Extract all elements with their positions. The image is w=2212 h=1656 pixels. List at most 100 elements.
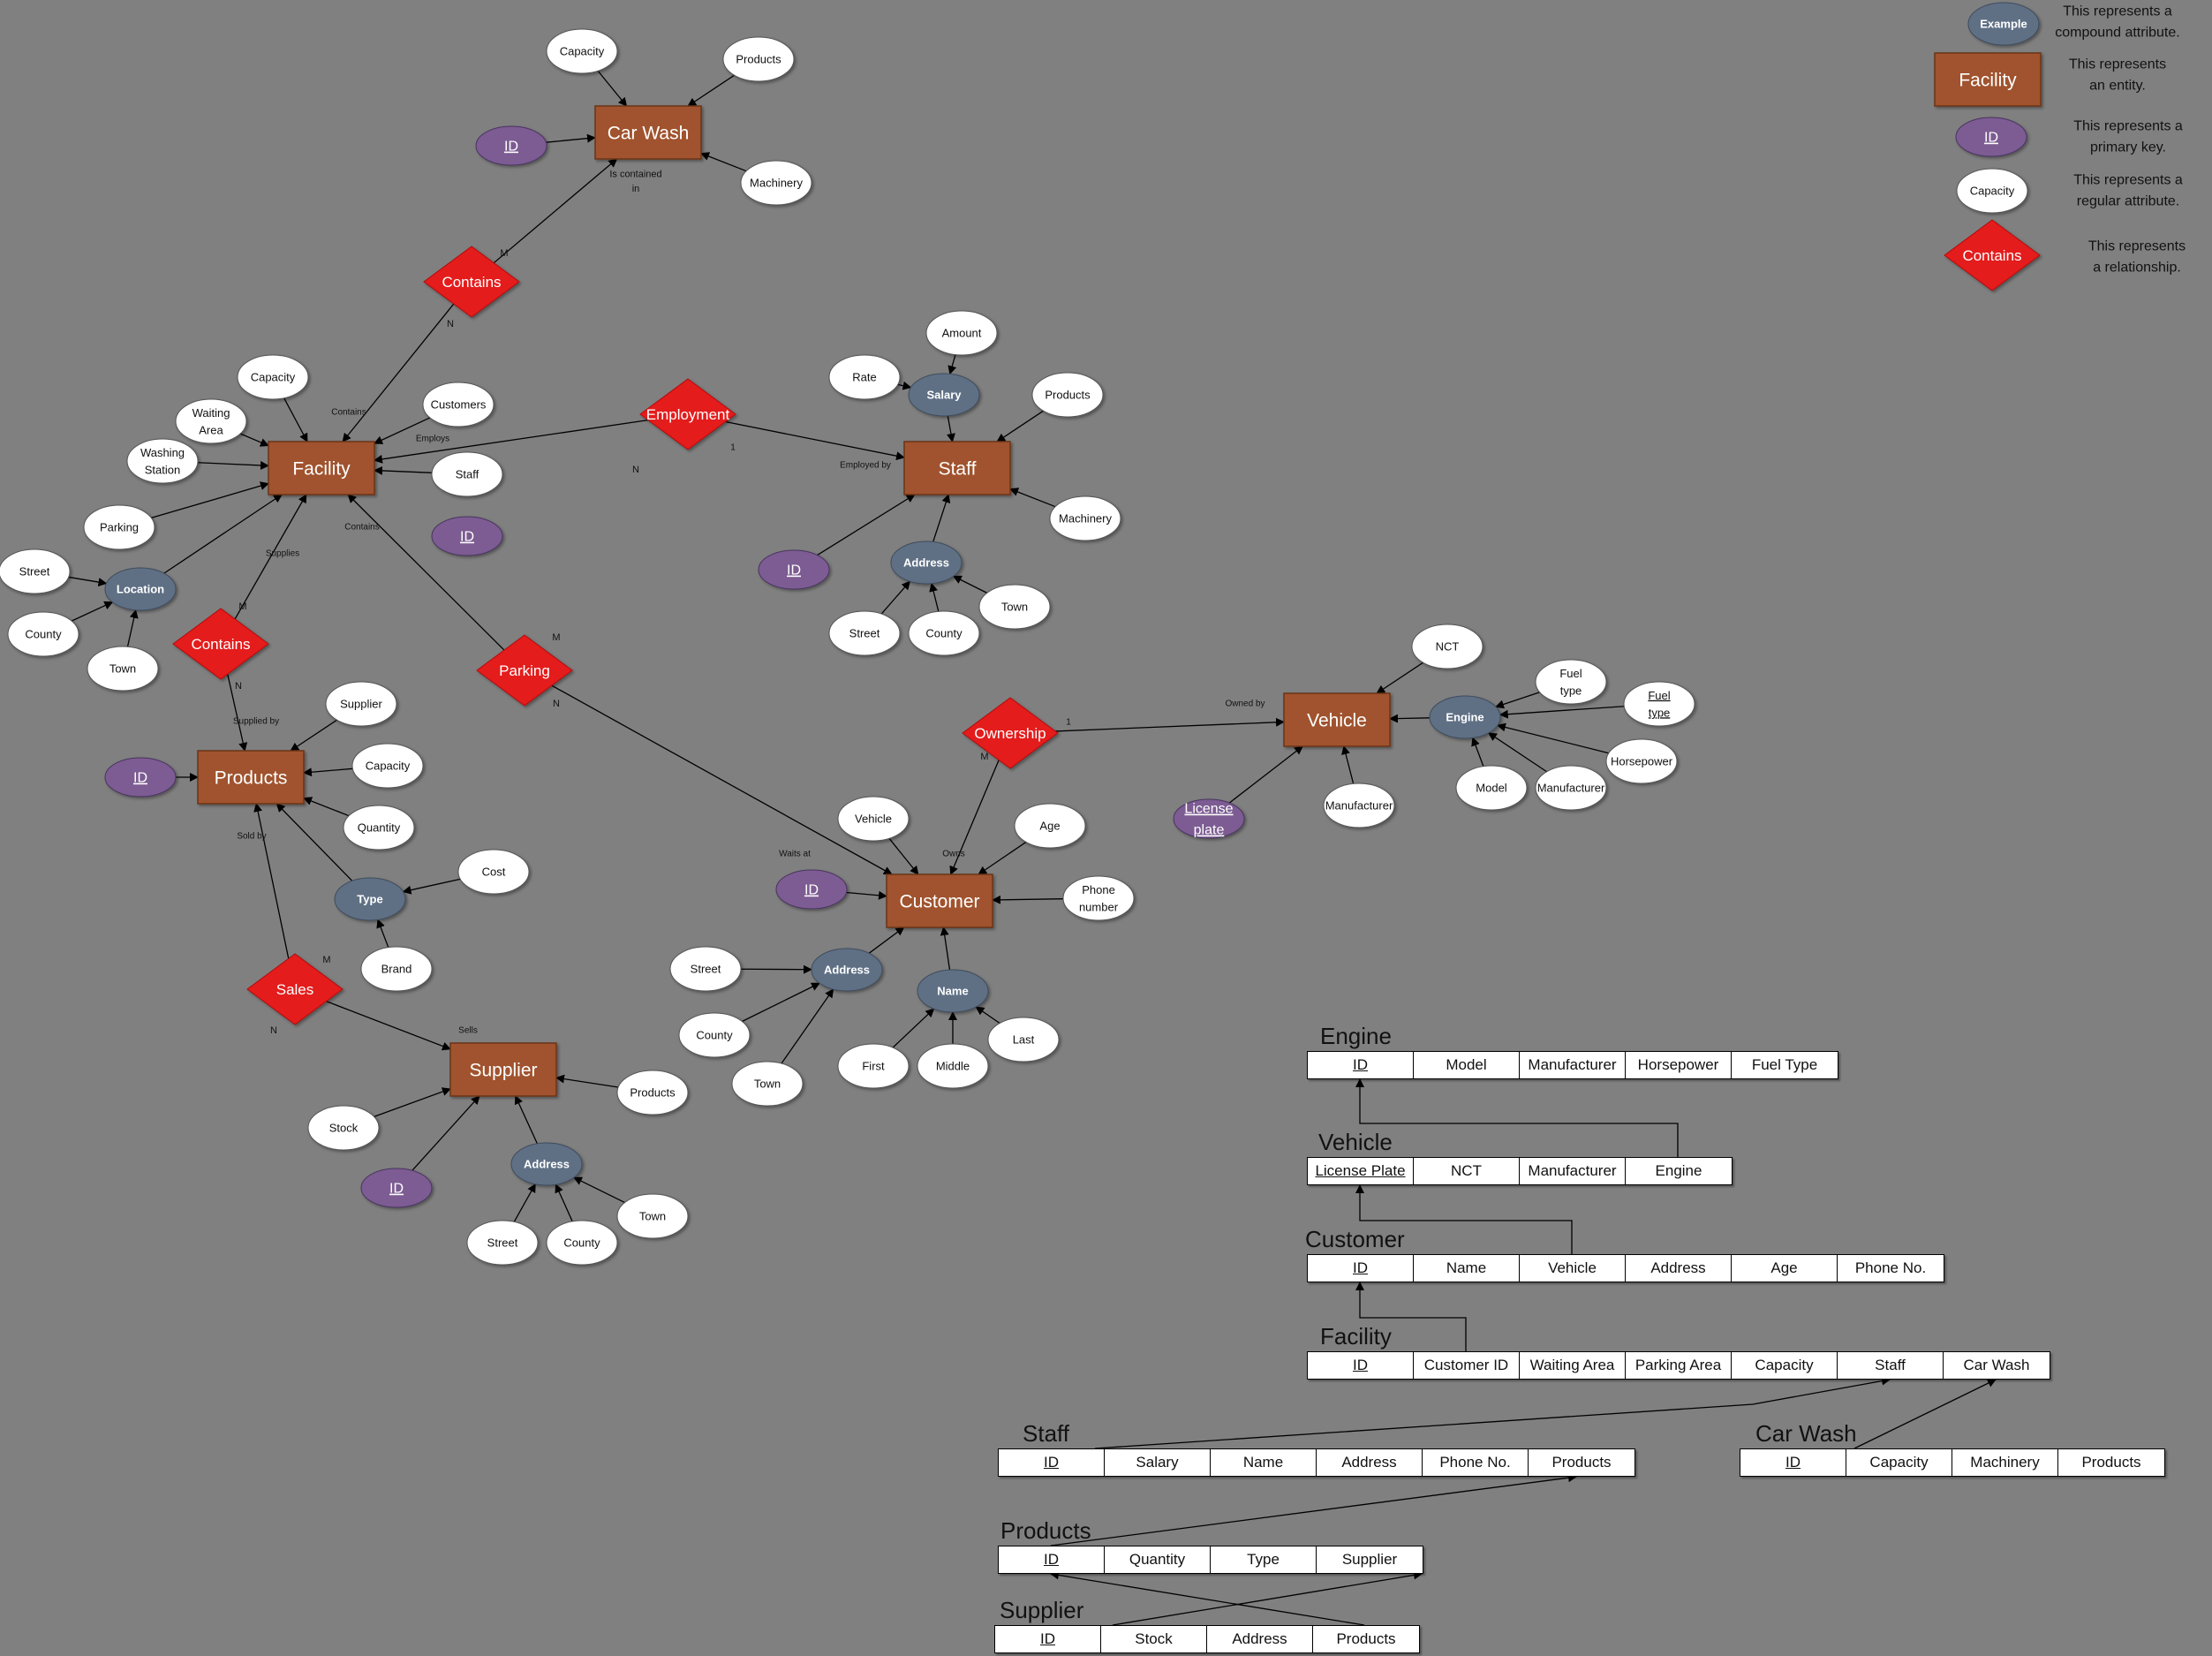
- shape-rel-contains-left: Contains: [172, 608, 269, 680]
- attribute-ellipse: [1605, 738, 1678, 784]
- edge-label: Employed by: [840, 461, 891, 471]
- connector-line: [880, 580, 911, 615]
- connector-line: [817, 494, 916, 556]
- relationship-diamond: [1944, 219, 2041, 291]
- edge-label: M: [980, 752, 988, 762]
- attribute-label: Parking: [100, 521, 139, 534]
- shape-cw-id: ID: [475, 125, 547, 166]
- compound-attribute-ellipse: [510, 1142, 583, 1186]
- attribute-label: Capacity: [560, 45, 605, 58]
- foreign-key-connector: [1050, 1473, 1577, 1546]
- table-cell: Car Wash: [1963, 1357, 2030, 1373]
- shape-fac-customers: Customers: [422, 382, 494, 427]
- connector-line: [151, 481, 269, 519]
- table-cell: Capacity: [1732, 1352, 1838, 1379]
- shape-lg-attr: Capacity: [1956, 168, 2028, 214]
- shape-facility: Facility: [268, 441, 375, 495]
- edge-label: N: [553, 699, 560, 709]
- connector-lines: [68, 70, 1997, 1626]
- compound-attribute-label: Address: [824, 964, 870, 977]
- connector-line: [888, 837, 919, 875]
- connector-line: [1495, 692, 1540, 709]
- shape-pr-id: ID: [104, 757, 177, 798]
- edge-label: N: [235, 681, 242, 692]
- attribute-ellipse: [175, 398, 247, 444]
- connector-line: [947, 354, 957, 375]
- connector-line: [546, 133, 596, 143]
- connector-line: [1228, 745, 1303, 804]
- attribute-ellipse: [83, 504, 155, 550]
- attribute-label: Town: [109, 662, 136, 676]
- shape-customer: Customer: [886, 873, 993, 928]
- shape-st-salary: Salary: [908, 373, 980, 417]
- foreign-key-connector: [1050, 1570, 1365, 1626]
- connector-line: [239, 433, 269, 447]
- connector-line: [303, 797, 350, 817]
- shape-fac-staff: Staff: [431, 451, 503, 497]
- attribute-ellipse: [87, 646, 159, 692]
- attribute-label: Street: [849, 627, 880, 640]
- table-title-facility: Facility: [1320, 1323, 1392, 1350]
- connector-line: [227, 674, 248, 752]
- shape-cu-first: First: [837, 1043, 910, 1089]
- table-cell: Capacity: [1846, 1449, 1952, 1476]
- table-cell: Staff: [1838, 1352, 1944, 1379]
- connector-line: [1496, 722, 1610, 754]
- edge-label: Waits at: [779, 850, 811, 859]
- shape-ve-engine: Engine: [1429, 695, 1501, 739]
- shape-su-id: ID: [360, 1168, 433, 1208]
- relationship-diamond: [246, 953, 344, 1025]
- connector-line: [725, 420, 905, 461]
- shape-products: Products: [197, 750, 305, 805]
- attribute-label: Products: [736, 53, 781, 66]
- attribute-label: County: [563, 1236, 600, 1250]
- attribute-label: Staff: [456, 468, 479, 481]
- table-customer: ID Name Vehicle Address Age Phone No.: [1307, 1254, 1944, 1282]
- connector-line: [555, 1183, 573, 1222]
- edge-label: 1: [1066, 718, 1071, 728]
- entity-label: Facility: [1959, 70, 2017, 90]
- relationship-diamond: [476, 634, 573, 707]
- connector-line: [700, 152, 747, 172]
- connector-line: [513, 1183, 536, 1222]
- primary-key-label: ID: [389, 1182, 404, 1197]
- edge-label: Employs: [416, 435, 449, 444]
- entity-box: [594, 105, 702, 160]
- attribute-label: Model: [1476, 782, 1507, 795]
- table-cell: Address: [1626, 1255, 1732, 1282]
- table-title-carwash: Car Wash: [1755, 1420, 1857, 1447]
- attribute-ellipse: [237, 354, 309, 400]
- connector-line: [326, 1001, 451, 1051]
- shape-loc-county: County: [7, 611, 79, 657]
- connector-line: [276, 803, 353, 881]
- connector-line: [846, 890, 887, 900]
- shape-lg-rel: Contains: [1944, 219, 2041, 291]
- table-title-staff: Staff: [1023, 1420, 1070, 1447]
- attribute-ellipse: [1411, 624, 1483, 669]
- attribute-ellipse: [1535, 765, 1607, 811]
- attribute-label: Machinery: [1059, 512, 1112, 526]
- connector-line: [68, 576, 108, 587]
- shape-su-town: Town: [616, 1193, 689, 1239]
- connector-line: [303, 768, 353, 777]
- attribute-ellipse: [616, 1070, 689, 1115]
- shape-fac-id: ID: [431, 516, 503, 556]
- primary-key-label: ID: [133, 771, 147, 786]
- table-cell: Engine: [1655, 1162, 1702, 1179]
- attribute-label: Town: [639, 1210, 666, 1223]
- attribute-ellipse: [925, 310, 998, 356]
- shape-vehicle: Vehicle: [1283, 692, 1391, 747]
- compound-attribute-label: Name: [937, 985, 968, 998]
- table-cell: Model: [1414, 1052, 1520, 1078]
- compound-attribute-label: Address: [903, 556, 949, 570]
- entity-box: [1934, 52, 2042, 107]
- shape-ve-nct: NCT: [1411, 624, 1483, 669]
- connector-line: [1471, 737, 1484, 767]
- shape-cu-vehicle: Vehicle: [837, 796, 910, 842]
- edge-label: M: [238, 601, 246, 612]
